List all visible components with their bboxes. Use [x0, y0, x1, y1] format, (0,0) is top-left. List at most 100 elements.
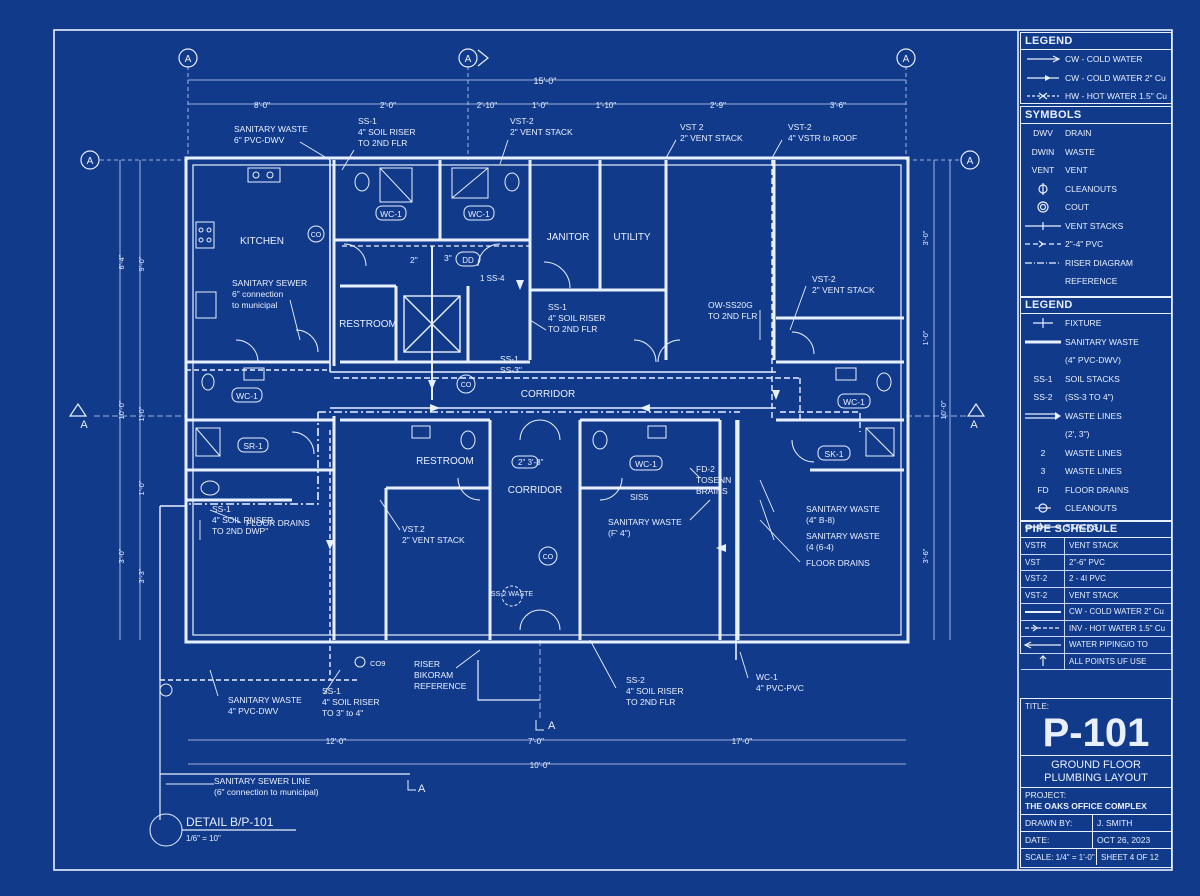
pipe-code: VSTR — [1021, 538, 1065, 554]
arrow-icon — [1023, 641, 1061, 649]
callout-ss1-mid: SS-1 — [548, 302, 567, 312]
symbols-title: SYMBOLS — [1021, 107, 1171, 124]
dimension-text: 3'-6" — [830, 101, 846, 110]
callout-ss1-bottom: SS-1 — [322, 686, 341, 696]
legend-text: RISER DIAGRAM — [1065, 257, 1134, 268]
waste-arrow-icon — [1021, 410, 1065, 422]
legend-text: CW - COLD WATER 2" Cu — [1065, 72, 1166, 83]
callout-ss1-small: SS-3" — [500, 365, 522, 375]
callout-ss2-bottom: SS-2 — [626, 675, 645, 685]
legend-text: SOIL STACKS — [1065, 373, 1120, 384]
dimension-text: 2'-9" — [710, 101, 726, 110]
floor-plan-walls — [184, 156, 910, 644]
callout-ss2-bottom: TO 2ND FLR — [626, 697, 675, 707]
project-label: PROJECT: — [1025, 790, 1067, 800]
drawn-by-label: DRAWN BY: — [1021, 815, 1093, 831]
legend-text: (2', 3") — [1065, 429, 1090, 440]
legend-text: WASTE — [1065, 146, 1095, 157]
room-label-corridor: CORRIDOR — [521, 389, 575, 400]
pipe-code: VST-2 — [1021, 587, 1065, 603]
callout-sw-right1: (4" B-8) — [806, 515, 835, 525]
legend-symbol-text: SS-1 — [1033, 373, 1053, 384]
legend-title: LEGEND — [1021, 297, 1171, 314]
callout-vst2-top: VST-2 — [510, 116, 534, 126]
heavy-line-icon — [1021, 336, 1065, 348]
detail-scale: 1/6" = 10" — [186, 834, 221, 843]
legend-row: SS-1 SOIL STACKS — [1021, 370, 1171, 389]
legend-row: CW - COLD WATER — [1021, 50, 1171, 69]
callout-ss1-mid: 4" SOIL RISER — [548, 313, 606, 323]
callout-cw-mid: TO 2ND FLR — [708, 311, 757, 321]
legend-row: CLEANOUTS — [1021, 499, 1171, 518]
pipe-schedule-row: INV - HOT WATER 1.5" Cu — [1021, 620, 1171, 637]
callout-sw-top: 6" PVC-DWV — [234, 135, 285, 145]
dimension-text: 17'-0" — [732, 737, 753, 746]
callout-sanitary-sewer: SANITARY SEWER — [232, 278, 307, 288]
callout-vst2-right: VST-2 — [812, 274, 836, 284]
dot-dash-icon — [1025, 262, 1061, 264]
drain-tag: DD — [462, 256, 474, 265]
hw-arrow — [1027, 92, 1059, 100]
callout-sw-low: (F' 4") — [608, 528, 631, 538]
legend-text: SANITARY WASTE — [1065, 336, 1139, 347]
legend-text: WASTE LINES — [1065, 466, 1122, 477]
pipe-description: VENT STACK — [1069, 590, 1119, 600]
pipe-code: VST-2 — [1021, 571, 1065, 587]
dimension-text: 12'-0" — [326, 737, 347, 746]
legend-text: 2"-4" PVC — [1065, 239, 1104, 250]
legend-row: (4" PVC-DWV) — [1021, 351, 1171, 370]
legend-row: REFERENCE — [1021, 272, 1171, 291]
callout-vst2-low: 2" VENT STACK — [402, 535, 465, 545]
legend-text: REFERENCE — [1065, 276, 1118, 287]
side-dimension-texts: 6'-4"9'-0"10'-0"1'-0"1'-0"3'-0"3'-3"3'-0… — [117, 230, 948, 583]
section-marker-label: A — [548, 720, 556, 732]
dimension-text: 10'-0" — [530, 761, 551, 770]
top-dimension-texts: 8'-0"2'-0"2'-10"1'-0"1'-10"2'-9"3'-6" — [254, 101, 846, 110]
stack-tag: SS-2 WASTE — [491, 591, 533, 598]
corridor-size-tag: 2" 3'-8" — [518, 458, 544, 467]
callout-sw-right1: SANITARY WASTE — [806, 504, 880, 514]
dimension-text: 8'-0" — [254, 101, 270, 110]
legend-text: STACKS — [1065, 521, 1099, 532]
cout-icon — [1037, 201, 1049, 213]
cleanout-tag: CO9 — [370, 659, 385, 668]
callout-sw-top: SANITARY WASTE — [234, 124, 308, 134]
callout-sw-low: SANITARY WASTE — [608, 517, 682, 527]
date-label: DATE: — [1021, 832, 1093, 848]
room-label-utility: UTILITY — [613, 232, 651, 243]
legend-title: LEGEND — [1021, 33, 1171, 50]
callout-vst2-top: 2" VENT STACK — [510, 127, 573, 137]
grid-bubble-label: A — [87, 156, 94, 167]
callout-fd2: FD-2 — [696, 464, 715, 474]
callout-ss1-top: 4" SOIL RISER — [358, 127, 416, 137]
callout-sw-bottom: SANITARY WASTE — [228, 695, 302, 705]
wc1-tag: WC-1 — [635, 459, 657, 469]
dimension-text: 3'-6" — [921, 548, 930, 563]
fixture-icon — [1021, 317, 1065, 329]
grid-bubble-label: A — [185, 54, 192, 65]
title-block: TITLE: P-101 GROUND FLOOR PLUMBING LAYOU… — [1020, 698, 1172, 868]
legend-row: RISER DIAGRAM — [1021, 254, 1171, 273]
wc1-tag: WC-1 — [843, 397, 865, 407]
callout-wc1-bottom: 4" PVC-PVC — [756, 683, 804, 693]
legend-symbol-text: SS-2 — [1033, 392, 1053, 403]
plumbing-fixtures — [195, 167, 895, 496]
section-marker-label: A — [418, 783, 426, 795]
scale-value: SCALE: 1/4" = 1'-0" — [1021, 849, 1097, 865]
callout-sis: SIS5 — [630, 492, 649, 502]
callout-vst2-low: VST.2 — [402, 524, 425, 534]
dimension-text: 10'-0" — [117, 400, 126, 419]
callout-ss2-bottom: 4" SOIL RISER — [626, 686, 684, 696]
legend-text: CLEANOUTS — [1065, 183, 1117, 194]
date-row: DATE: OCT 26, 2023 — [1021, 831, 1171, 848]
dimension-text: 2'-0" — [380, 101, 396, 110]
callout-ss1-small: SS-1 — [500, 354, 519, 364]
callout-ss1-bottom: 4" SOIL RISER — [322, 697, 380, 707]
callout-vst2-right: 2" VENT STACK — [812, 285, 875, 295]
